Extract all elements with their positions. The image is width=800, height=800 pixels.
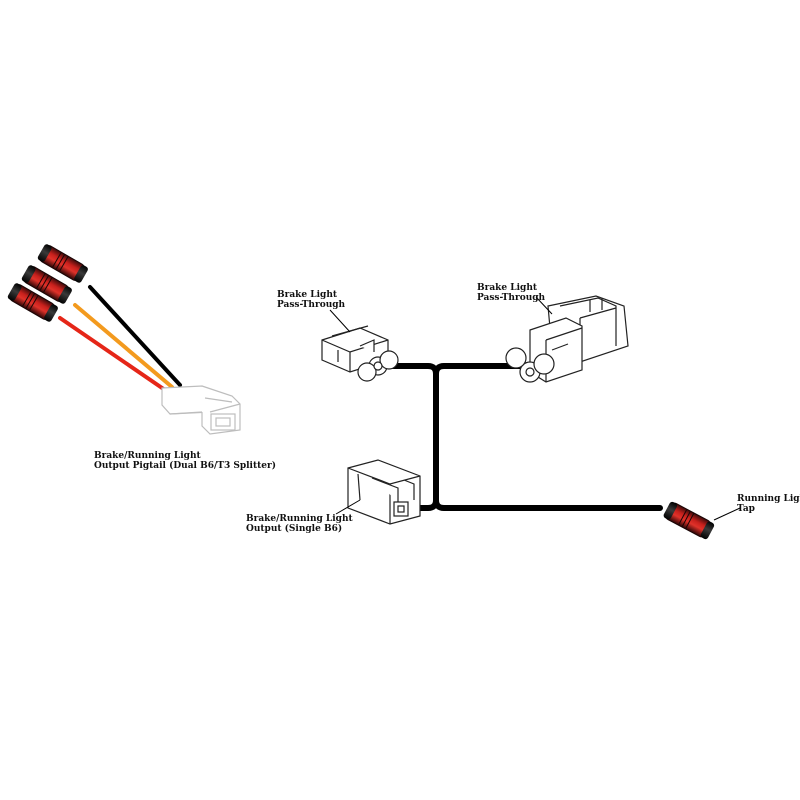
wire-pass-through-right xyxy=(433,363,523,377)
pigtail-connector xyxy=(161,385,241,435)
label-output-single: Brake/Running Light Output (Single B6) xyxy=(246,514,353,534)
running-light-tap xyxy=(662,500,716,541)
wire-pass-through-link xyxy=(385,363,439,511)
label-pass-through-right-line1: Brake Light xyxy=(477,283,538,293)
leader-lines xyxy=(329,296,741,521)
label-pass-through-right-line2: Pass-Through xyxy=(477,293,546,303)
label-pass-through-left-line2: Pass-Through xyxy=(277,300,346,310)
pass-through-right-connector xyxy=(505,295,629,383)
label-pass-through-left: Brake Light Pass-Through xyxy=(277,290,345,310)
label-running-tap-line1: Running Light xyxy=(737,494,800,504)
main-harness-wires xyxy=(385,363,663,511)
wire-running-tap xyxy=(433,497,663,511)
label-output-single-line1: Brake/Running Light xyxy=(246,514,353,524)
label-pigtail: Brake/Running Light Output Pigtail (Dual… xyxy=(94,451,276,471)
label-running-tap: Running Light Tap xyxy=(737,494,800,514)
pigtail-wire-orange xyxy=(73,303,174,389)
label-pigtail-line2: Output Pigtail (Dual B6/T3 Splitter) xyxy=(94,461,277,471)
pigtail-wire-black xyxy=(88,285,182,387)
label-pigtail-line1: Brake/Running Light xyxy=(94,451,201,461)
output-single-connector xyxy=(347,459,421,525)
pigtail-assembly xyxy=(6,242,241,435)
label-pass-through-right: Brake Light Pass-Through xyxy=(477,283,545,303)
pass-through-left-connector xyxy=(321,325,399,382)
label-output-single-line2: Output (Single B6) xyxy=(246,524,343,534)
label-pass-through-left-line1: Brake Light xyxy=(277,290,338,300)
pigtail-wire-red xyxy=(58,316,167,392)
label-running-tap-line2: Tap xyxy=(737,504,755,514)
